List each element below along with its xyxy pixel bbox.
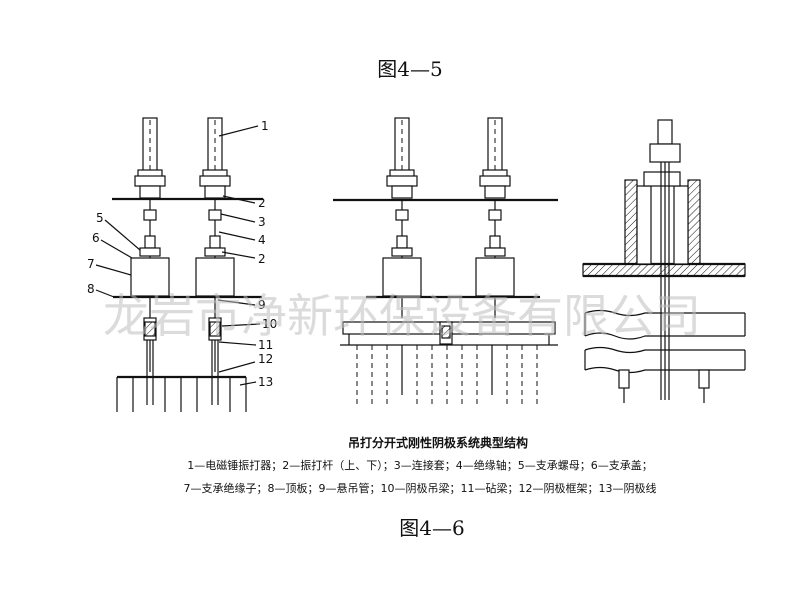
callout-11: 11 — [258, 338, 273, 352]
left-elevation-view: 1 2 3 4 2 5 6 7 8 9 10 11 12 13 — [87, 117, 277, 412]
callout-9: 9 — [258, 298, 266, 312]
rapper-column-a — [130, 117, 170, 405]
callout-7: 7 — [87, 257, 95, 271]
callout-6: 6 — [92, 231, 100, 245]
caption-legend-line-2: 7—支承绝缘子；8—顶板；9—悬吊管；10—阴极吊梁；11—砧梁；12—阴极框架… — [184, 481, 657, 495]
callout-12: 12 — [258, 352, 273, 366]
callout-13: 13 — [258, 375, 273, 389]
right-section-view — [582, 119, 746, 403]
callout-5: 5 — [96, 211, 104, 225]
callout-4: 4 — [258, 233, 266, 247]
callout-1: 1 — [261, 119, 269, 133]
watermark: 龙岩市净新环保设备有限公司 — [103, 289, 701, 343]
callout-2b: 2 — [258, 252, 266, 266]
figure-title-bottom: 图4—6 — [399, 516, 464, 540]
caption-legend-line-1: 1—电磁锤振打器；2—振打杆（上、下）；3—连接套；4—绝缘轴；5—支承螺母；6… — [187, 458, 653, 472]
rapper-column-b — [195, 117, 235, 405]
callout-10: 10 — [262, 317, 277, 331]
callout-2: 2 — [258, 196, 266, 210]
figure-title-top: 图4—5 — [377, 57, 442, 81]
callout-3: 3 — [258, 215, 266, 229]
middle-elevation-view — [333, 117, 558, 405]
callout-8: 8 — [87, 282, 95, 296]
caption-title: 吊打分开式刚性阴极系统典型结构 — [348, 435, 528, 450]
